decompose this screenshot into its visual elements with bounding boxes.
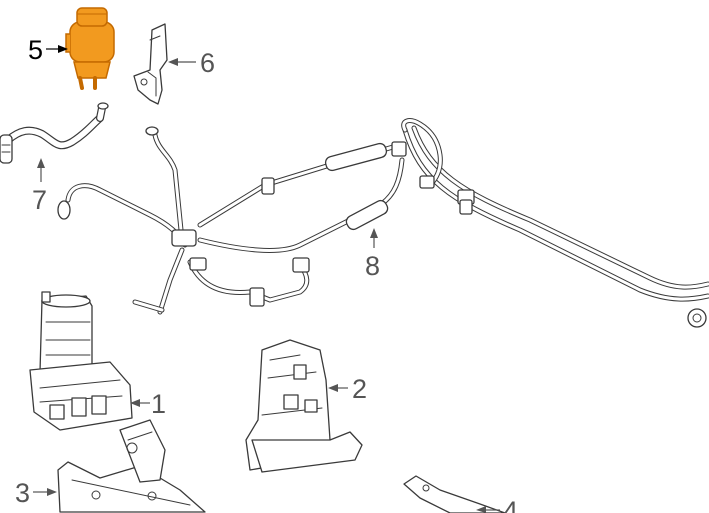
part-1-pump[interactable] (29, 291, 133, 431)
callout-5: 5 (28, 35, 68, 65)
callout-4: 4 (476, 496, 518, 513)
callout-7-number: 7 (32, 185, 47, 215)
callout-1: 1 (130, 389, 166, 419)
callout-4-number: 4 (503, 496, 518, 513)
part-2-housing[interactable] (245, 339, 363, 473)
callout-5-number: 5 (28, 35, 43, 65)
callout-2-number: 2 (352, 374, 367, 404)
callout-2: 2 (328, 374, 367, 404)
part-6-bracket[interactable] (133, 23, 168, 105)
part-3-bracket[interactable] (57, 419, 206, 513)
part-8-line-assembly[interactable] (57, 118, 709, 328)
callout-7: 7 (32, 158, 47, 215)
callout-6-number: 6 (200, 48, 215, 78)
callout-3: 3 (15, 478, 57, 508)
part-4-bracket[interactable] (403, 475, 506, 513)
part-5-reservoir[interactable] (65, 7, 115, 90)
callout-6: 6 (168, 48, 215, 78)
callout-3-number: 3 (15, 478, 30, 508)
part-7-hose[interactable] (0, 102, 109, 164)
callout-1-number: 1 (151, 389, 166, 419)
callout-8: 8 (365, 228, 380, 281)
callout-8-number: 8 (365, 251, 380, 281)
